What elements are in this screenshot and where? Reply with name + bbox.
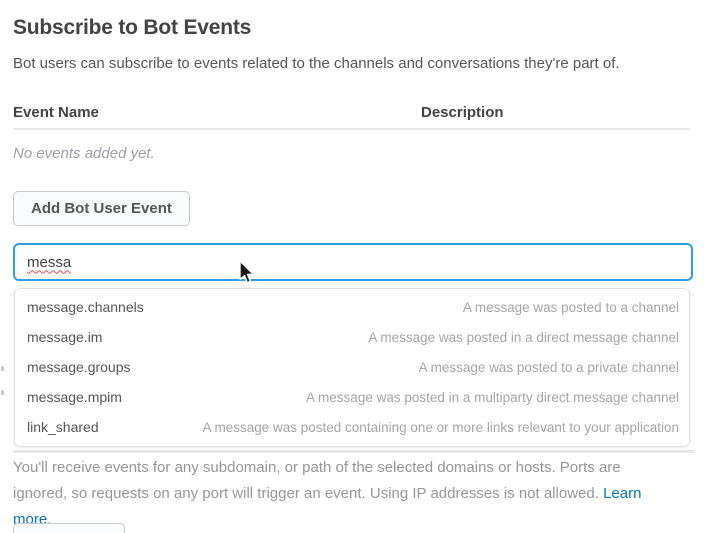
suggestion-description: A message was posted in a multiparty dir…: [306, 389, 679, 405]
background-text-fragment: [1, 366, 4, 371]
domains-help-text: You'll receive events for any subdomain,…: [13, 455, 677, 533]
suggestion-name: link_shared: [27, 419, 99, 435]
partial-add-button[interactable]: [13, 523, 125, 533]
page-subtitle: Bot users can subscribe to events relate…: [13, 55, 620, 72]
suggestion-link-shared[interactable]: link_shared A message was posted contain…: [15, 412, 689, 442]
suggestion-name: message.channels: [27, 299, 144, 315]
background-text-fragment: [1, 390, 4, 395]
empty-events-message: No events added yet.: [13, 145, 155, 162]
page-title: Subscribe to Bot Events: [13, 16, 252, 39]
suggestion-name: message.im: [27, 329, 103, 345]
table-header-divider: [13, 128, 690, 130]
events-table-header: Event Name Description: [13, 104, 690, 121]
suggestion-description: A message was posted containing one or m…: [202, 419, 679, 435]
column-header-event-name: Event Name: [13, 104, 99, 121]
suggestion-message-mpim[interactable]: message.mpim A message was posted in a m…: [15, 382, 689, 412]
suggestion-name: message.mpim: [27, 389, 122, 405]
suggestion-description: A message was posted in a direct message…: [368, 329, 679, 345]
column-header-description: Description: [421, 104, 504, 121]
event-search-input[interactable]: messa: [13, 243, 693, 281]
suggestion-description: A message was posted to a channel: [462, 299, 679, 315]
suggestion-message-im[interactable]: message.im A message was posted in a dir…: [15, 322, 689, 352]
suggestion-description: A message was posted to a private channe…: [418, 359, 679, 375]
event-search-value: messa: [27, 253, 72, 271]
suggestion-message-channels[interactable]: message.channels A message was posted to…: [15, 292, 689, 322]
domains-help-body: You'll receive events for any subdomain,…: [13, 459, 621, 502]
suggestion-message-groups[interactable]: message.groups A message was posted to a…: [15, 352, 689, 382]
suggestion-name: message.groups: [27, 359, 131, 375]
event-suggestions-dropdown: message.channels A message was posted to…: [14, 288, 690, 447]
add-bot-user-event-button[interactable]: Add Bot User Event: [13, 191, 190, 226]
section-divider: [13, 450, 695, 453]
